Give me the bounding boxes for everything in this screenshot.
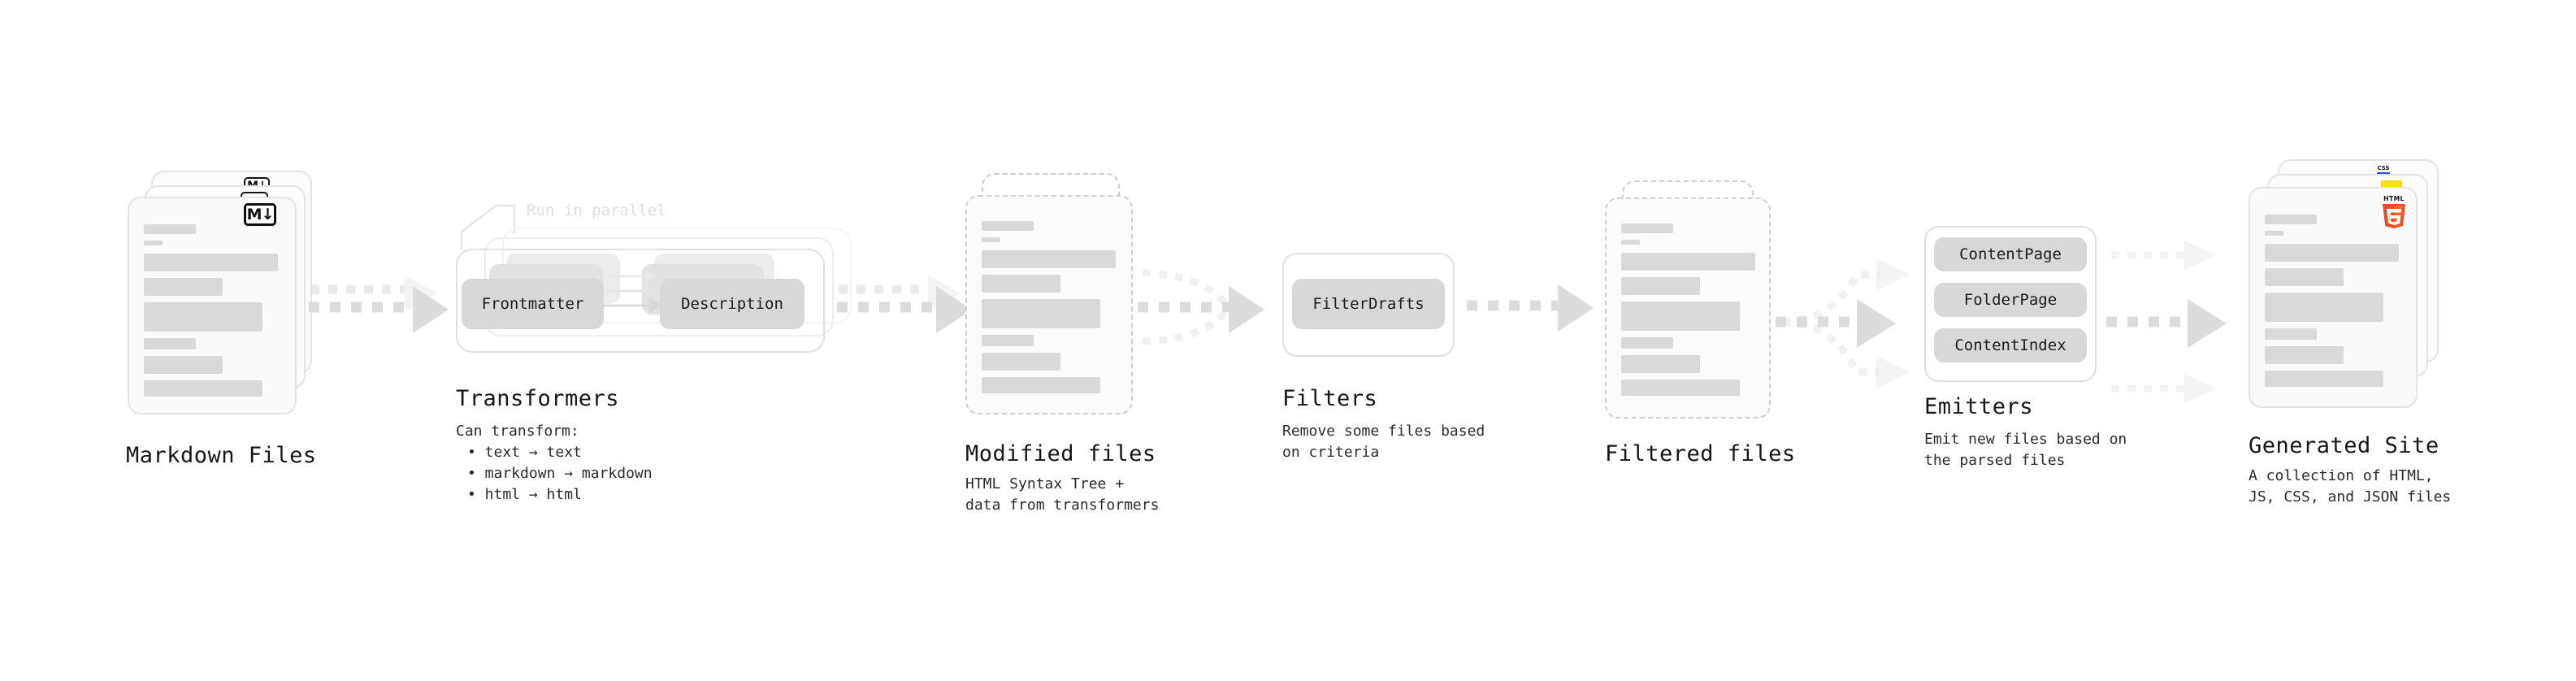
stage-title-markdown-files: Markdown Files xyxy=(126,443,317,468)
transformer-bullet-1: • markdown → markdown xyxy=(467,465,653,482)
emitter-node-contentindex[interactable]: ContentIndex xyxy=(1934,328,2087,362)
skeleton-bar xyxy=(2265,244,2399,262)
connector-transformers-to-modified xyxy=(837,275,972,333)
markdown-badge-front: M↓ xyxy=(244,203,276,226)
skeleton-bar xyxy=(144,338,196,349)
skeleton-bar xyxy=(982,275,1060,293)
modified-card-front xyxy=(965,195,1133,414)
svg-text:HTML: HTML xyxy=(2383,195,2405,202)
skeleton-bar xyxy=(2265,215,2317,224)
emitters-frame xyxy=(1924,226,2097,382)
stage-title-filters: Filters xyxy=(1282,386,1378,411)
connector-markdown-to-transformers xyxy=(309,275,449,333)
skeleton-bar xyxy=(144,302,262,332)
transformer-node-description[interactable]: Description xyxy=(660,279,804,329)
skeleton-bar xyxy=(1621,337,1673,349)
html5-badge: HTML xyxy=(2383,195,2405,228)
skeleton-bar xyxy=(2265,231,2283,236)
skeleton-bar xyxy=(2265,268,2344,286)
connector-filters-to-filtered xyxy=(1467,284,1594,332)
transformer-frame-front xyxy=(456,249,825,353)
skeleton-bar xyxy=(1621,223,1673,233)
stage-subtitle-transformers: Can transform: xyxy=(456,423,579,440)
skeleton-bar xyxy=(982,353,1060,371)
run-in-parallel-leader xyxy=(460,204,516,249)
skeleton-bar xyxy=(144,278,223,296)
skeleton-bar xyxy=(982,221,1034,231)
emitter-node-contentpage[interactable]: ContentPage xyxy=(1934,237,2087,271)
skeleton-bar xyxy=(2265,371,2383,387)
connector-modified-to-filters xyxy=(1138,269,1264,345)
filtered-card-front xyxy=(1605,197,1771,419)
skeleton-bar xyxy=(1621,355,1700,373)
skeleton-bar xyxy=(144,380,262,397)
skeleton-bar xyxy=(2265,346,2344,364)
skeleton-bar xyxy=(144,241,163,245)
connector-filtered-to-emitters xyxy=(1776,258,1910,388)
skeleton-bar xyxy=(982,250,1116,268)
stage-title-generated-site: Generated Site xyxy=(2249,433,2439,458)
connector-emitters-to-site xyxy=(2106,241,2227,403)
skeleton-bar xyxy=(1621,253,1755,271)
skeleton-bar xyxy=(144,224,196,234)
skeleton-bar xyxy=(144,254,278,271)
skeleton-bar xyxy=(982,237,1000,242)
stage-subtitle-emitters: Emit new files based on the parsed files xyxy=(1924,431,2127,469)
skeleton-bar xyxy=(1621,380,1740,396)
stage-title-transformers: Transformers xyxy=(456,386,620,411)
skeleton-bar xyxy=(982,335,1034,346)
markdown-card-front xyxy=(128,197,297,414)
transformer-bullet-2: • html → html xyxy=(467,486,582,503)
skeleton-bar xyxy=(2265,293,2383,322)
filter-node-filterdrafts[interactable]: FilterDrafts xyxy=(1292,279,1445,329)
skeleton-bar xyxy=(1621,277,1700,295)
skeleton-bar xyxy=(1621,301,1740,331)
stage-title-emitters: Emitters xyxy=(1924,394,2034,419)
skeleton-bar xyxy=(2265,328,2317,340)
transformer-inner-arrows xyxy=(597,269,664,314)
run-in-parallel-label: Run in parallel xyxy=(527,202,666,219)
stage-title-filtered-files: Filtered files xyxy=(1605,441,1796,466)
skeleton-bar xyxy=(982,377,1100,393)
filters-frame xyxy=(1282,253,1455,357)
skeleton-bar xyxy=(982,299,1100,328)
skeleton-bar xyxy=(144,356,223,374)
transformer-node-frontmatter[interactable]: Frontmatter xyxy=(462,279,604,329)
emitter-node-folderpage[interactable]: FolderPage xyxy=(1934,283,2087,317)
stage-subtitle-generated-site: A collection of HTML, JS, CSS, and JSON … xyxy=(2249,467,2452,505)
stage-subtitle-filters: Remove some files based on criteria xyxy=(1282,423,1485,461)
stage-subtitle-modified-files: HTML Syntax Tree + data from transformer… xyxy=(965,475,1160,514)
transformer-bullet-0: • text → text xyxy=(467,444,582,461)
stage-title-modified-files: Modified files xyxy=(965,441,1156,466)
skeleton-bar xyxy=(1621,240,1640,245)
